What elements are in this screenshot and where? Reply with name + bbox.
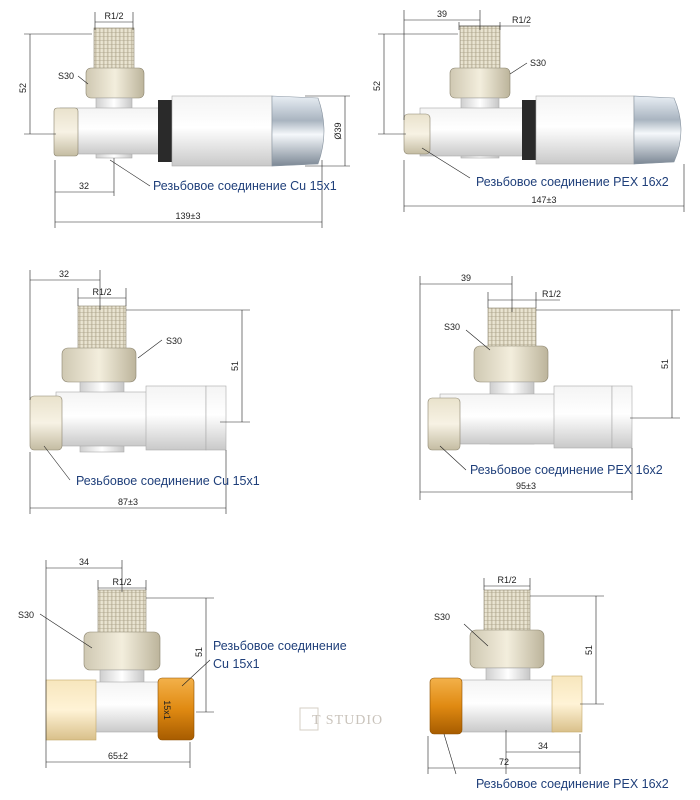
- length-label: 139±3: [176, 211, 201, 221]
- length-label: 87±3: [118, 497, 138, 507]
- connector-marking: 15x1: [162, 700, 172, 720]
- valve-diagram-1: R1/2 S30 52 32 139±3 Ø39 Резьбовое соеди…: [18, 11, 350, 228]
- dimension-lines: [378, 10, 685, 212]
- dimension-lines: [29, 270, 250, 514]
- valve-drawing: [29, 305, 227, 453]
- valve-drawing: [429, 589, 583, 735]
- thread-size-label: R1/2: [104, 11, 123, 21]
- valve-drawing: [403, 25, 682, 165]
- watermark-text: T STUDIO: [312, 713, 383, 728]
- connection-label: Резьбовое соединение Cu 15x1: [153, 179, 337, 193]
- length-label: 65±2: [108, 751, 128, 761]
- valve-diagram-4: 39 R1/2 S30 51 95±3 Резьбовое соединение…: [419, 273, 680, 500]
- valve-diagram-6: R1/2 S30 51 34 72 Резьбовое соединение P…: [427, 575, 669, 791]
- connection-label: Резьбовое соединение PEX 16x2: [476, 777, 669, 791]
- connection-label: Резьбовое соединение PEX 16x2: [470, 463, 663, 477]
- nut-size-label: S30: [166, 336, 182, 346]
- length-label: 72: [499, 757, 509, 767]
- height-label: 52: [372, 81, 382, 91]
- connection-label-line-1: Резьбовое соединение: [213, 639, 347, 653]
- thread-size-label: R1/2: [512, 15, 531, 25]
- dimension-lines: [419, 276, 680, 500]
- height-label: 51: [194, 647, 204, 657]
- nut-size-label: S30: [444, 322, 460, 332]
- height-label: 51: [230, 361, 240, 371]
- valve-drawing: [427, 307, 633, 451]
- offset-label: 32: [79, 181, 89, 191]
- valve-diagram-5: 34 R1/2 S30 51 65±2 15x1 Резьбовое соеди…: [18, 557, 347, 768]
- height-label: 51: [660, 359, 670, 369]
- offset-label: 39: [437, 9, 447, 19]
- thread-size-label: R1/2: [112, 577, 131, 587]
- valve-drawing: [53, 27, 325, 167]
- height-label: 52: [18, 83, 28, 93]
- connection-label: Резьбовое соединение PEX 16x2: [476, 175, 669, 189]
- studio-watermark: T STUDIO: [299, 707, 383, 731]
- connection-label: Резьбовое соединение Cu 15x1: [76, 474, 260, 488]
- thread-size-label: R1/2: [542, 289, 561, 299]
- dimension-lines: [427, 578, 604, 775]
- offset-label: 34: [79, 557, 89, 567]
- valve-diagram-2: 39 R1/2 S30 52 147±3 Резьбовое соединени…: [372, 9, 685, 212]
- connection-label-line-2: Cu 15x1: [213, 657, 260, 671]
- height-label: 51: [584, 645, 594, 655]
- valve-diagram-3: 32 R1/2 S30 51 87±3 Резьбовое соединение…: [29, 269, 260, 514]
- nut-size-label: S30: [434, 612, 450, 622]
- nut-size-label: S30: [18, 610, 34, 620]
- diameter-label: Ø39: [333, 122, 343, 139]
- thread-size-label: R1/2: [497, 575, 516, 585]
- length-label: 95±3: [516, 481, 536, 491]
- thread-size-label: R1/2: [92, 287, 111, 297]
- offset-label: 34: [538, 741, 548, 751]
- valve-drawing: [45, 589, 195, 741]
- offset-label: 32: [59, 269, 69, 279]
- dimension-lines: [24, 12, 350, 228]
- nut-size-label: S30: [530, 58, 546, 68]
- offset-label: 39: [461, 273, 471, 283]
- dimension-lines: [39, 560, 214, 768]
- nut-size-label: S30: [58, 71, 74, 81]
- length-label: 147±3: [532, 195, 557, 205]
